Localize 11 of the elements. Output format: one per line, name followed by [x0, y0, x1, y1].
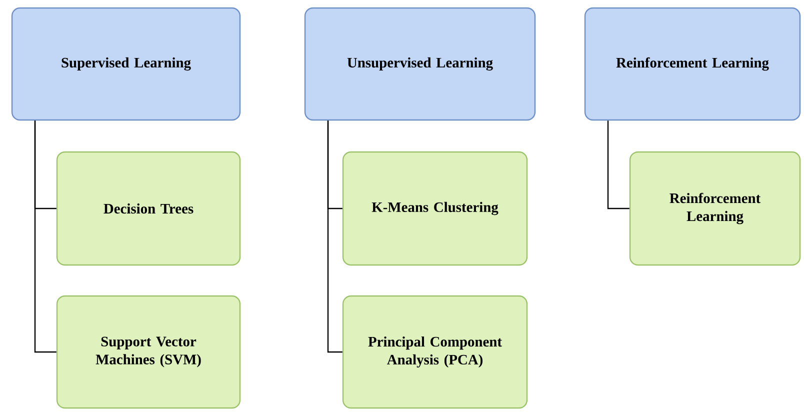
- method-box: Decision Trees: [56, 151, 241, 266]
- connector: [327, 120, 342, 353]
- category-box: Unsupervised Learning: [304, 7, 536, 121]
- category-box: Supervised Learning: [11, 7, 241, 121]
- method-box: Principal Component Analysis (PCA): [342, 295, 528, 409]
- connector: [607, 120, 630, 210]
- category-box: Reinforcement Learning: [584, 7, 801, 121]
- method-box: Support Vector Machines (SVM): [56, 295, 241, 409]
- method-box: Reinforcement Learning: [629, 151, 801, 266]
- connector: [34, 120, 56, 353]
- method-box: K-Means Clustering: [342, 151, 528, 266]
